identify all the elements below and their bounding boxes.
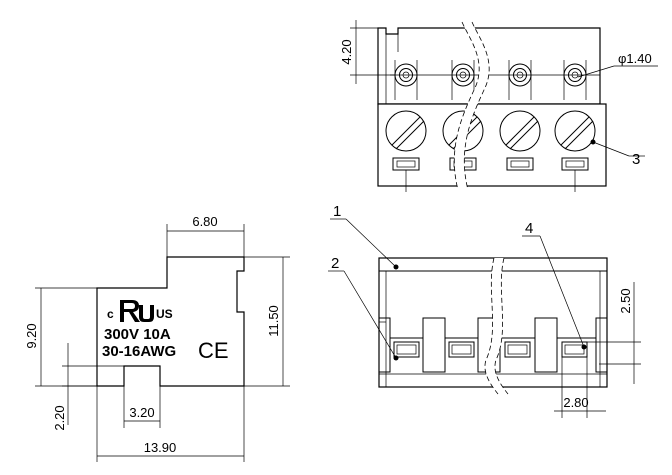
callout-1: 1 <box>330 203 399 270</box>
wire-slots <box>392 157 589 192</box>
callout-4: 4 <box>522 220 587 350</box>
front-view: 1 2 4 2.50 2.80 <box>328 203 641 418</box>
side-view-markings: c US 300V 10A 30-16AWG CE <box>102 300 229 363</box>
ru-logo <box>120 300 154 322</box>
wire-range-text: 30-16AWG <box>102 343 176 360</box>
ce-mark: CE <box>198 338 229 363</box>
wire-entries <box>389 337 597 372</box>
break-line <box>453 21 490 191</box>
top-view-lower-body <box>377 103 607 187</box>
dim-label-2-80: 2.80 <box>563 395 588 410</box>
screw-head <box>499 110 541 152</box>
dim-3-20: 3.20 <box>123 366 161 428</box>
dim-4-20: 4.20 <box>339 20 395 84</box>
dim-label-11-50: 11.50 <box>266 305 281 337</box>
dim-13-90: 13.90 <box>96 386 245 462</box>
dim-label-6-80: 6.80 <box>192 214 217 229</box>
dim-2-50: 2.50 <box>587 282 641 384</box>
callout-3: 3 <box>590 139 645 168</box>
cert-us: US <box>156 307 173 321</box>
dim-11-50: 11.50 <box>244 256 290 387</box>
callout-2: 2 <box>328 255 399 361</box>
dim-label-4-20: 4.20 <box>339 39 354 64</box>
dim-9-20: 9.20 <box>24 287 97 387</box>
callout-label-2: 2 <box>331 255 339 272</box>
front-break-line <box>484 257 509 395</box>
dim-label-3-20: 3.20 <box>129 405 154 420</box>
pin-holes <box>390 60 600 100</box>
rating-text: 300V 10A <box>104 326 171 343</box>
dim-label-hole-diameter: φ1.40 <box>618 51 652 66</box>
dim-hole-diameter: φ1.40 <box>577 51 658 78</box>
dim-2-80: 2.80 <box>554 357 606 418</box>
dim-2-20: 2.20 <box>52 343 124 431</box>
screw-head <box>385 110 427 152</box>
callout-label-4: 4 <box>525 220 533 237</box>
callout-label-1: 1 <box>333 203 341 220</box>
dim-label-9-20: 9.20 <box>24 323 39 348</box>
dim-6-80: 6.80 <box>166 214 245 257</box>
top-view: 4.20 φ1.40 3 <box>339 20 658 192</box>
side-view: c US 300V 10A 30-16AWG CE 6.80 9.20 <box>24 214 290 462</box>
dim-label-13-90: 13.90 <box>144 440 177 455</box>
cert-c: c <box>107 307 114 321</box>
callout-label-3: 3 <box>632 151 640 168</box>
dim-label-2-50: 2.50 <box>618 288 633 313</box>
dim-label-2-20: 2.20 <box>52 405 67 430</box>
screw-head <box>554 110 596 152</box>
side-view-outline <box>96 256 245 387</box>
